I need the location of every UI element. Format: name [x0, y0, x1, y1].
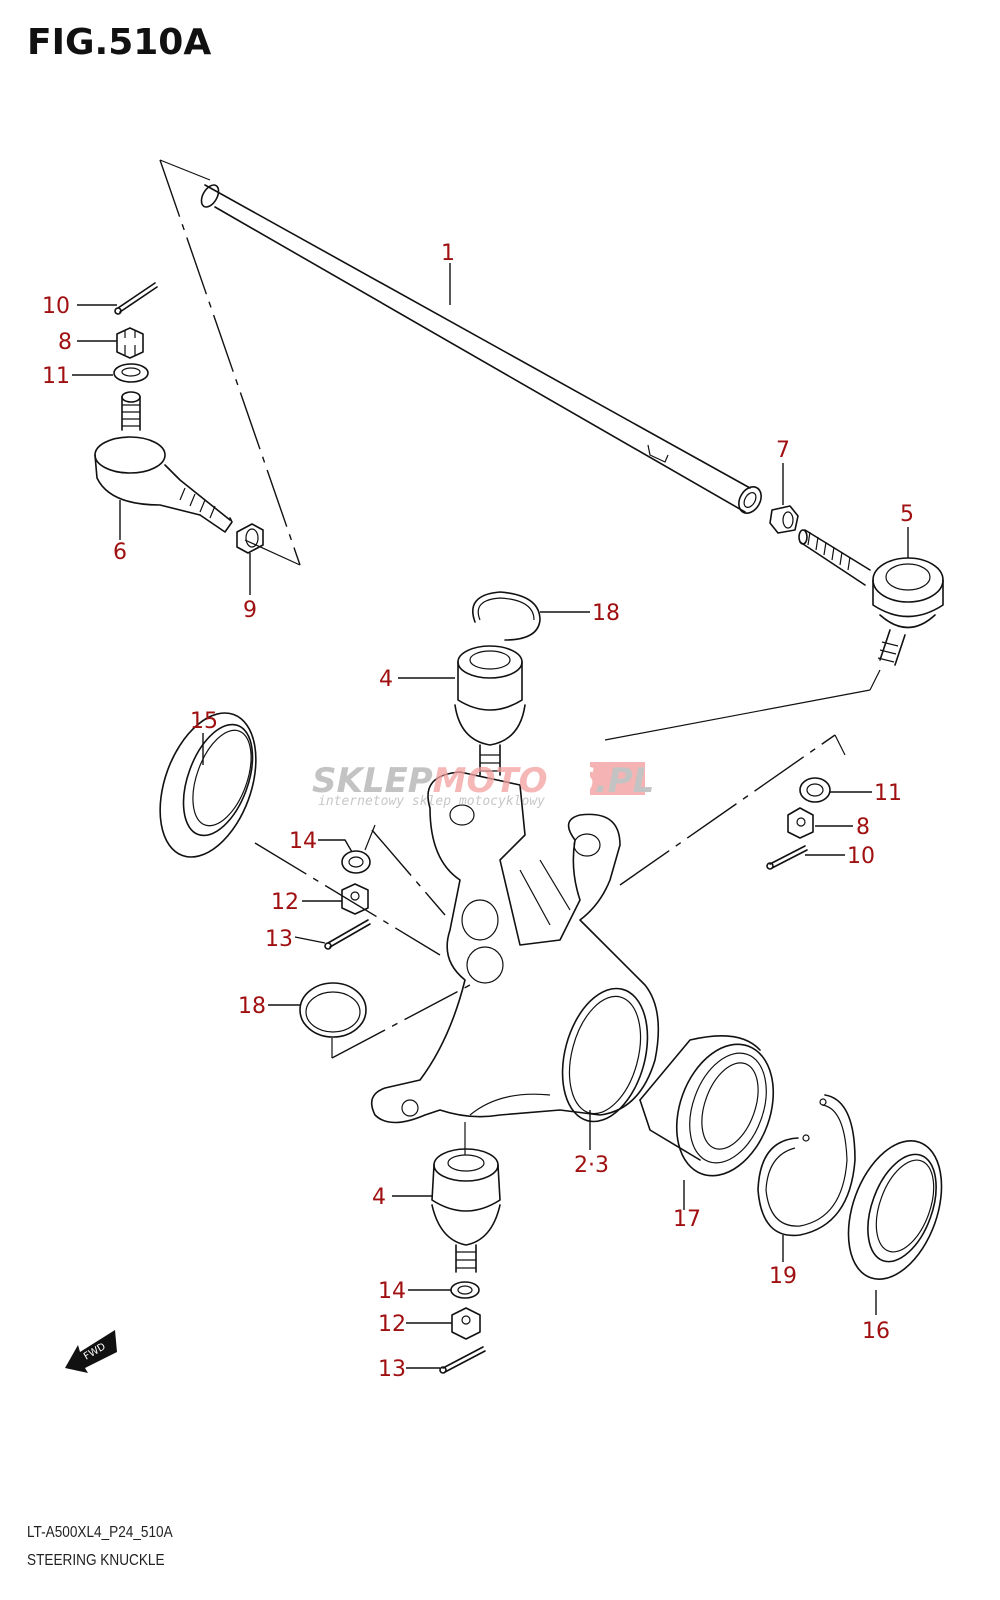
circlip-middle[interactable]: [299, 982, 367, 1038]
callout-8-left[interactable]: 8: [58, 330, 72, 355]
phantom-line: [331, 984, 471, 1059]
tie-rod-end-left[interactable]: [94, 391, 233, 533]
oil-seal-inner[interactable]: [142, 700, 274, 870]
ball-joint-lower[interactable]: [431, 1122, 501, 1273]
washer-lower[interactable]: [450, 1281, 480, 1299]
callout-1[interactable]: 1: [441, 241, 455, 266]
castle-nut-upper[interactable]: [341, 883, 369, 915]
callout-8-right[interactable]: 8: [856, 815, 870, 840]
watermark-text: SKLEPMOTO46.PL: [312, 761, 654, 801]
phantom-line: [604, 689, 871, 741]
phantom-line: [254, 842, 441, 956]
callout-labels: 1 2·3 4 4 5 6 7 8 8 9 10 10 11 11 12 12 …: [42, 241, 914, 1382]
callout-10-left[interactable]: 10: [42, 294, 70, 319]
callout-18-middle[interactable]: 18: [238, 994, 266, 1019]
circlip-upper[interactable]: [472, 591, 541, 641]
callout-13-upper[interactable]: 13: [265, 927, 293, 952]
callout-15[interactable]: 15: [190, 709, 218, 734]
callout-12-lower[interactable]: 12: [378, 1312, 406, 1337]
callout-19[interactable]: 19: [769, 1264, 797, 1289]
figure-title: FIG.510A: [27, 22, 212, 63]
lock-nut-left[interactable]: [236, 523, 264, 554]
callout-13-lower[interactable]: 13: [378, 1357, 406, 1382]
callout-14-lower[interactable]: 14: [378, 1279, 406, 1304]
callout-17[interactable]: 17: [673, 1207, 701, 1232]
callout-7[interactable]: 7: [776, 438, 790, 463]
callout-5[interactable]: 5: [900, 502, 914, 527]
callout-11-left[interactable]: 11: [42, 364, 70, 389]
phantom-line: [244, 539, 301, 566]
cotter-pin-right[interactable]: [766, 845, 808, 870]
leader-lines: [72, 263, 909, 1369]
callout-6[interactable]: 6: [113, 540, 127, 565]
callout-9[interactable]: 9: [243, 598, 257, 623]
castle-nut-right[interactable]: [787, 807, 814, 839]
callout-4-lower[interactable]: 4: [372, 1185, 386, 1210]
phantom-line: [869, 669, 881, 691]
callout-14-upper[interactable]: 14: [289, 829, 317, 854]
castle-nut-left[interactable]: [116, 327, 144, 359]
castle-nut-lower[interactable]: [451, 1307, 481, 1340]
tie-rod-end-right[interactable]: [798, 529, 944, 666]
callout-12-upper[interactable]: 12: [271, 890, 299, 915]
callout-11-right[interactable]: 11: [874, 781, 902, 806]
phantom-line: [371, 829, 446, 916]
cotter-pin-upper[interactable]: [324, 919, 371, 950]
phantom-lines: [159, 159, 881, 1059]
washer-right[interactable]: [799, 777, 831, 803]
phantom-line: [159, 159, 301, 566]
steering-knuckle[interactable]: [370, 771, 662, 1131]
cotter-pin-lower[interactable]: [439, 1346, 486, 1374]
phantom-line: [159, 159, 211, 181]
callout-10-right[interactable]: 10: [847, 844, 875, 869]
model-code: LT-A500XL4_P24_510A: [27, 1524, 173, 1541]
oil-seal-outer[interactable]: [831, 1128, 959, 1292]
cotter-pin-left[interactable]: [114, 282, 158, 315]
washer-upper[interactable]: [341, 850, 371, 874]
phantom-line: [619, 734, 836, 886]
wheel-bearing[interactable]: [639, 1031, 791, 1190]
callout-2-3[interactable]: 2·3: [574, 1153, 609, 1178]
callout-4-upper[interactable]: 4: [379, 667, 393, 692]
watermark: SKLEPMOTO46.PL internetowy sklep motocyk…: [312, 761, 654, 809]
ball-joint-upper[interactable]: [454, 645, 526, 776]
figure-name: STEERING KNUCKLE: [27, 1552, 165, 1569]
phantom-line: [364, 824, 376, 851]
washer-left[interactable]: [113, 363, 149, 383]
lock-nut-right[interactable]: [769, 505, 799, 534]
callout-16[interactable]: 16: [862, 1319, 890, 1344]
watermark-tagline: internetowy sklep motocyklowy: [318, 794, 545, 809]
phantom-line: [834, 734, 846, 756]
fwd-arrow-icon: FWD: [65, 1330, 117, 1373]
callout-18-upper[interactable]: 18: [592, 601, 620, 626]
watermark-badge: [590, 762, 645, 795]
tie-rod[interactable]: [198, 182, 766, 517]
circlip-bearing[interactable]: [757, 1094, 856, 1237]
